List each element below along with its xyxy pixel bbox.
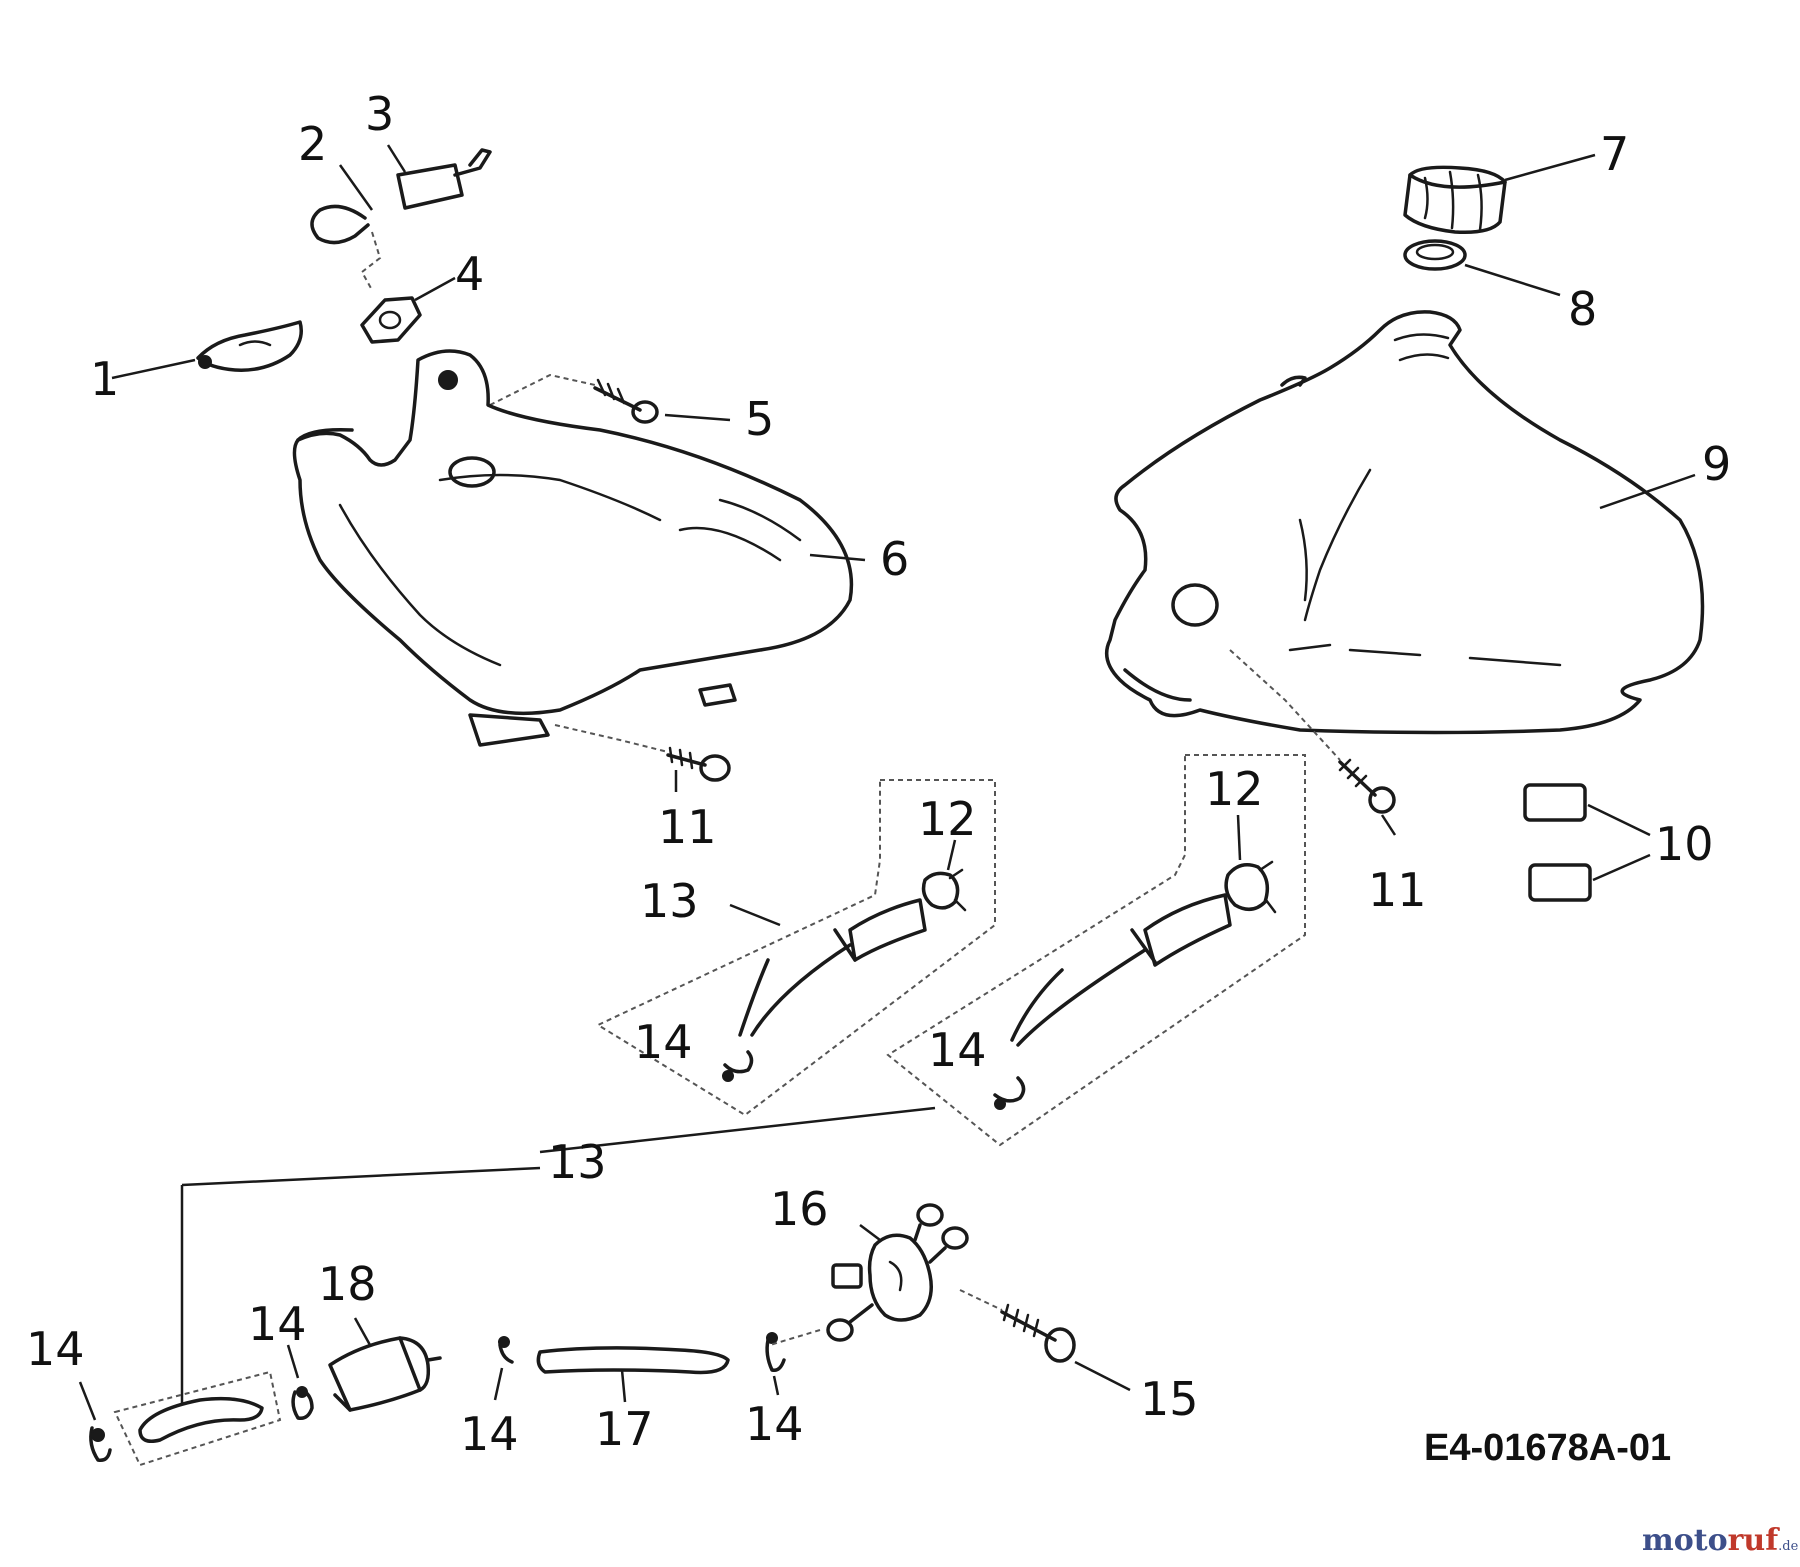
leader-12a — [946, 839, 957, 871]
leader-6 — [809, 553, 866, 562]
leader-3 — [386, 144, 407, 173]
callout-1: 1 — [90, 352, 119, 406]
leader-14f — [772, 1375, 780, 1396]
part-17-hose — [536, 1346, 730, 1375]
assembly-line-15 — [959, 1289, 1003, 1311]
leader-9 — [1599, 473, 1696, 510]
assembly-line-11b — [1229, 649, 1341, 761]
part-16-fuel-valve — [826, 1203, 969, 1342]
callout-14c: 14 — [26, 1322, 85, 1376]
assembly-line-11a — [554, 724, 669, 753]
callout-15: 15 — [1140, 1372, 1199, 1426]
part-11b-screw — [1338, 758, 1396, 814]
part-14f-clamp — [765, 1332, 786, 1373]
part-15-screw — [1000, 1303, 1076, 1363]
callout-9: 9 — [1702, 437, 1731, 491]
leader-15 — [1074, 1360, 1131, 1392]
callout-16: 16 — [770, 1182, 829, 1236]
leader-14c — [78, 1381, 97, 1421]
callout-14d: 14 — [248, 1297, 307, 1351]
leader-11b — [1380, 814, 1397, 836]
leader-18 — [353, 1317, 372, 1346]
drawing-code: E4-01678A-01 — [1424, 1427, 1671, 1469]
assembly-box-right — [886, 754, 1306, 1147]
assembly-box-left — [595, 779, 996, 1117]
part-4-gasket — [360, 296, 422, 344]
callout-14a: 14 — [634, 1015, 693, 1069]
part-14b-clamp — [993, 1076, 1026, 1110]
leader-5 — [664, 413, 731, 422]
callout-12b: 12 — [1205, 762, 1264, 816]
leader-12b — [1236, 814, 1242, 861]
callout-13b: 13 — [548, 1135, 607, 1189]
leader-13b-up — [539, 1106, 936, 1154]
leader-8 — [1464, 263, 1561, 297]
part-3-bracket — [396, 148, 492, 210]
leader-17 — [620, 1369, 627, 1403]
callout-11a: 11 — [658, 800, 717, 854]
part-12b-valve — [1224, 860, 1277, 914]
callout-10: 10 — [1655, 817, 1714, 871]
leader-10a — [1587, 803, 1651, 837]
part-12a-valve — [921, 868, 967, 912]
leader-14d — [286, 1344, 300, 1379]
callout-5: 5 — [745, 392, 774, 446]
callout-2: 2 — [298, 117, 327, 171]
part-14e-clamp — [498, 1336, 514, 1364]
part-13a-hose-assembly — [738, 898, 927, 1037]
callout-14b: 14 — [928, 1023, 987, 1077]
svg-text:motoruf.de: motoruf.de — [1642, 1523, 1799, 1558]
leader-13b-bracket — [181, 1166, 541, 1187]
leader-16 — [859, 1224, 881, 1241]
leader-7 — [1504, 153, 1596, 182]
watermark-logo: motoruf.de — [1642, 1523, 1799, 1558]
part-9-tank-right — [1104, 310, 1705, 735]
callout-17: 17 — [595, 1402, 654, 1456]
leader-1 — [111, 358, 196, 380]
part-7-filler-cap — [1403, 165, 1507, 235]
part-18-fuel-filter — [328, 1336, 442, 1412]
leader-10b — [1592, 853, 1651, 882]
callout-11b: 11 — [1368, 863, 1427, 917]
part-11a-screw — [666, 746, 731, 782]
callout-6: 6 — [880, 532, 909, 586]
leader-2 — [338, 164, 374, 211]
part-10-pads — [1523, 783, 1592, 902]
part-2-spring-wire — [310, 204, 370, 245]
watermark-part1: moto — [1642, 1523, 1728, 1558]
leader-13a — [729, 903, 781, 927]
part-13b-hose-assembly — [1010, 893, 1232, 1047]
part-14c-clamp — [89, 1426, 112, 1463]
callout-13a: 13 — [640, 874, 699, 928]
part-14a-clamp — [722, 1050, 754, 1082]
callout-14e: 14 — [460, 1407, 519, 1461]
callout-12a: 12 — [918, 792, 977, 846]
part-13c-hose — [138, 1396, 264, 1443]
watermark-part2: ruf — [1728, 1523, 1781, 1558]
callout-18: 18 — [318, 1257, 377, 1311]
leader-4 — [414, 276, 456, 302]
callout-14f: 14 — [745, 1397, 804, 1451]
watermark-part3: .de — [1778, 1539, 1798, 1554]
part-5-bolt — [593, 378, 659, 424]
callout-8: 8 — [1568, 282, 1597, 336]
part-14d-clamp — [291, 1386, 314, 1421]
part-1-cap — [196, 320, 303, 372]
leader-14e — [493, 1367, 504, 1401]
callout-4: 4 — [455, 247, 484, 301]
callout-7: 7 — [1600, 127, 1629, 181]
part-8-ring — [1403, 239, 1467, 271]
callout-3: 3 — [365, 87, 394, 141]
part-6-tank-left — [292, 349, 854, 747]
assembly-box-bottom — [113, 1370, 282, 1467]
assembly-line-5 — [489, 373, 596, 406]
assembly-line-2-4 — [360, 231, 382, 291]
